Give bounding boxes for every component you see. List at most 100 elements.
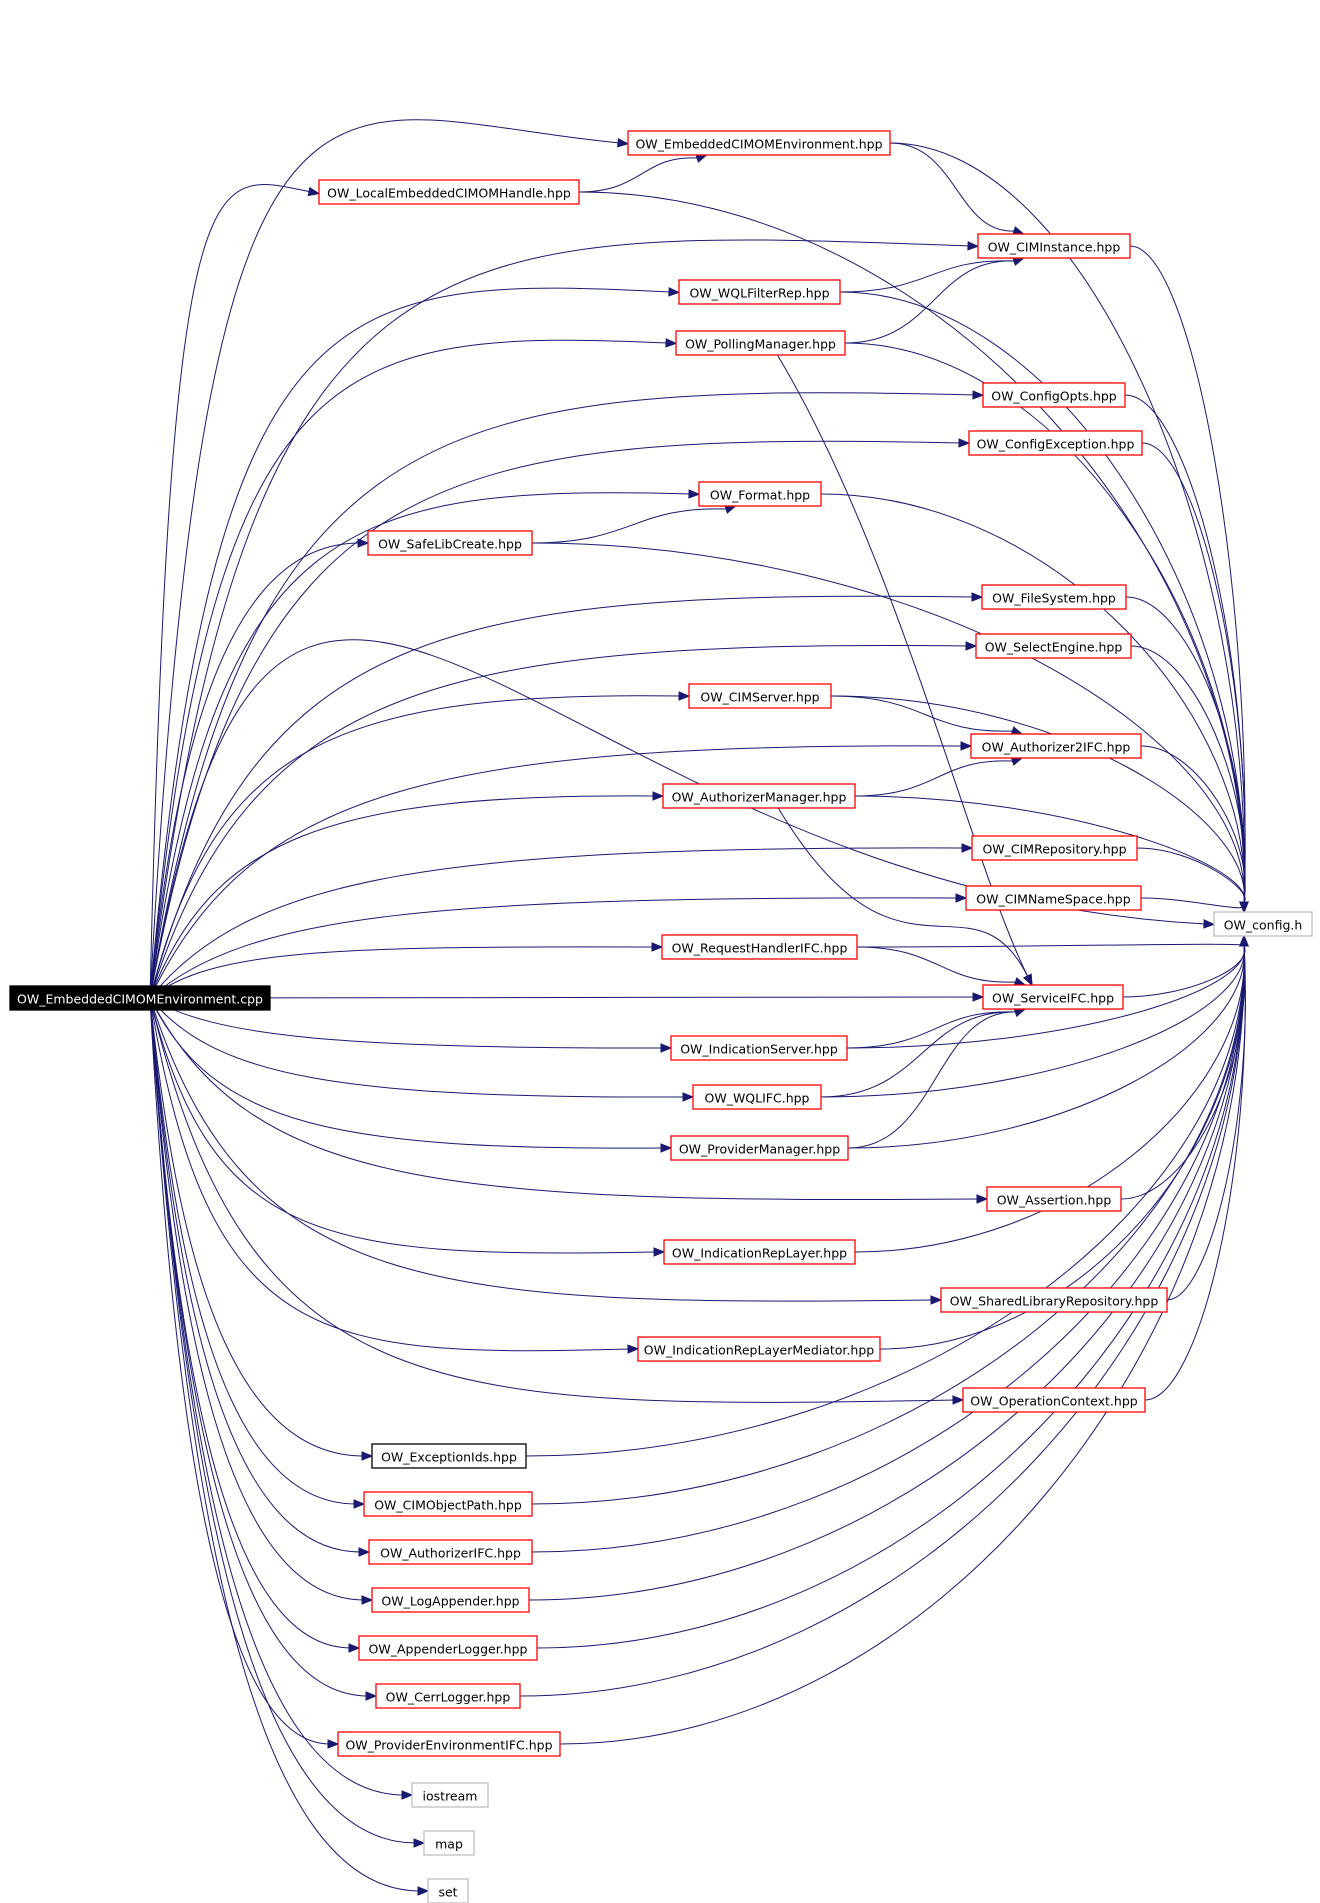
node-iostream: iostream	[411, 1782, 489, 1808]
node-label: OW_SharedLibraryRepository.hpp	[950, 1294, 1159, 1309]
node-label: iostream	[423, 1789, 478, 1804]
node-lech[interactable]: OW_LocalEmbeddedCIMOMHandle.hpp	[318, 179, 580, 205]
edge-assertion-to-config	[1120, 934, 1249, 1200]
node-box	[965, 885, 1142, 911]
node-indrepmed[interactable]: OW_IndicationRepLayerMediator.hpp	[637, 1336, 881, 1362]
node-provenv[interactable]: OW_ProviderEnvironmentIFC.hpp	[337, 1731, 561, 1757]
node-embenv[interactable]: OW_EmbeddedCIMOMEnvironment.hpp	[627, 130, 891, 156]
edge-root-to-indrepmed	[149, 997, 640, 1354]
edge-wqlfr-to-ciminst	[839, 256, 1025, 293]
node-box	[318, 179, 580, 205]
node-format[interactable]: OW_Format.hpp	[698, 481, 822, 507]
node-cfgopts[interactable]: OW_ConfigOpts.hpp	[982, 382, 1126, 408]
node-label: OW_ConfigException.hpp	[977, 437, 1135, 452]
node-box	[363, 1491, 533, 1517]
node-box	[670, 1035, 848, 1061]
node-label: OW_ProviderManager.hpp	[679, 1142, 840, 1157]
node-box	[977, 233, 1131, 259]
edge-authmgr-to-service	[777, 807, 1033, 987]
node-box	[358, 1635, 538, 1661]
node-box	[637, 1336, 881, 1362]
node-authifc[interactable]: OW_AuthorizerIFC.hpp	[368, 1539, 533, 1565]
node-label: OW_IndicationRepLayerMediator.hpp	[644, 1343, 874, 1358]
edge-root-to-pollmgr	[149, 338, 678, 999]
node-label: OW_AppenderLogger.hpp	[369, 1642, 528, 1657]
node-sharedlib[interactable]: OW_SharedLibraryRepository.hpp	[940, 1287, 1168, 1313]
node-label: OW_Assertion.hpp	[997, 1193, 1112, 1208]
node-box	[982, 984, 1124, 1010]
node-box	[371, 1443, 527, 1469]
node-box	[375, 1683, 521, 1709]
edge-provenv-to-config	[559, 934, 1249, 1745]
node-excids[interactable]: OW_ExceptionIds.hpp	[371, 1443, 527, 1469]
node-cimop[interactable]: OW_CIMObjectPath.hpp	[363, 1491, 533, 1517]
edge-safelib-to-format	[531, 504, 737, 544]
node-wqlfr[interactable]: OW_WQLFilterRep.hpp	[678, 279, 841, 305]
node-reqh[interactable]: OW_RequestHandlerIFC.hpp	[661, 934, 858, 960]
node-selengine[interactable]: OW_SelectEngine.hpp	[975, 633, 1132, 659]
node-label: OW_OperationContext.hpp	[970, 1394, 1137, 1409]
node-label: OW_CIMInstance.hpp	[988, 240, 1121, 255]
node-auth2[interactable]: OW_Authorizer2IFC.hpp	[970, 733, 1142, 759]
edge-root-to-reqh	[149, 942, 664, 999]
node-opctx[interactable]: OW_OperationContext.hpp	[962, 1387, 1146, 1413]
node-label: OW_AuthorizerIFC.hpp	[380, 1546, 521, 1561]
node-wqlifc[interactable]: OW_WQLIFC.hpp	[692, 1084, 822, 1110]
edge-provmgr-to-config	[847, 934, 1249, 1149]
node-cimns[interactable]: OW_CIMNameSpace.hpp	[965, 885, 1142, 911]
edge-root-to-cerr	[149, 997, 378, 1701]
node-box	[663, 1239, 856, 1265]
node-applog[interactable]: OW_AppenderLogger.hpp	[358, 1635, 538, 1661]
node-ciminst[interactable]: OW_CIMInstance.hpp	[977, 233, 1131, 259]
node-box	[675, 330, 846, 356]
node-box	[970, 733, 1142, 759]
edge-root-to-safelib	[149, 538, 370, 999]
edge-reqh-to-service	[856, 946, 1027, 987]
edge-root-to-authmgr	[149, 791, 665, 999]
node-label: OW_CIMNameSpace.hpp	[976, 892, 1130, 907]
node-box	[975, 633, 1132, 659]
node-authmgr[interactable]: OW_AuthorizerManager.hpp	[662, 783, 856, 809]
node-filesys[interactable]: OW_FileSystem.hpp	[981, 584, 1127, 610]
edge-root-to-cfgopts	[149, 390, 985, 999]
edge-root-to-cimop	[149, 997, 366, 1509]
node-logapp[interactable]: OW_LogAppender.hpp	[371, 1587, 530, 1613]
node-cimrepo[interactable]: OW_CIMRepository.hpp	[971, 835, 1138, 861]
edge-ciminst-to-config	[1129, 245, 1249, 914]
edge-cfgexc-to-config	[1141, 442, 1249, 914]
edge-root-to-sharedlib	[149, 997, 943, 1305]
node-label: OW_WQLFilterRep.hpp	[689, 286, 829, 301]
node-box	[627, 130, 891, 156]
node-service[interactable]: OW_ServiceIFC.hpp	[982, 984, 1124, 1010]
node-label: OW_AuthorizerManager.hpp	[672, 790, 847, 805]
edge-authmgr-to-auth2	[854, 756, 1024, 797]
node-provmgr[interactable]: OW_ProviderManager.hpp	[670, 1135, 849, 1161]
node-safelib[interactable]: OW_SafeLibCreate.hpp	[367, 530, 533, 556]
edge-provmgr-to-service	[847, 1007, 1027, 1149]
edge-cimserver-to-auth2	[830, 695, 1024, 736]
node-box	[971, 835, 1138, 861]
node-indserver[interactable]: OW_IndicationServer.hpp	[670, 1035, 848, 1061]
node-label: OW_EmbeddedCIMOMEnvironment.hpp	[635, 137, 882, 152]
node-indrep[interactable]: OW_IndicationRepLayer.hpp	[663, 1239, 856, 1265]
edge-root-to-config	[149, 639, 1216, 999]
node-cimserver[interactable]: OW_CIMServer.hpp	[688, 683, 832, 709]
node-box	[688, 683, 832, 709]
node-assertion[interactable]: OW_Assertion.hpp	[986, 1186, 1122, 1212]
edge-pollmgr-to-config	[844, 342, 1249, 914]
node-cerr[interactable]: OW_CerrLogger.hpp	[375, 1683, 521, 1709]
node-label: OW_SelectEngine.hpp	[985, 640, 1123, 655]
node-box	[940, 1287, 1168, 1313]
node-pollmgr[interactable]: OW_PollingManager.hpp	[675, 330, 846, 356]
edge-root-to-cfgexc	[149, 438, 971, 999]
node-label: map	[435, 1837, 463, 1852]
edge-root-to-cimns	[149, 893, 968, 999]
node-root: OW_EmbeddedCIMOMEnvironment.cpp	[9, 985, 271, 1011]
edge-root-to-assertion	[149, 997, 989, 1204]
edge-root-to-logapp	[149, 997, 374, 1605]
node-config: OW_config.h	[1213, 911, 1313, 937]
node-cfgexc[interactable]: OW_ConfigException.hpp	[968, 430, 1143, 456]
node-box	[982, 382, 1126, 408]
node-box	[661, 934, 858, 960]
